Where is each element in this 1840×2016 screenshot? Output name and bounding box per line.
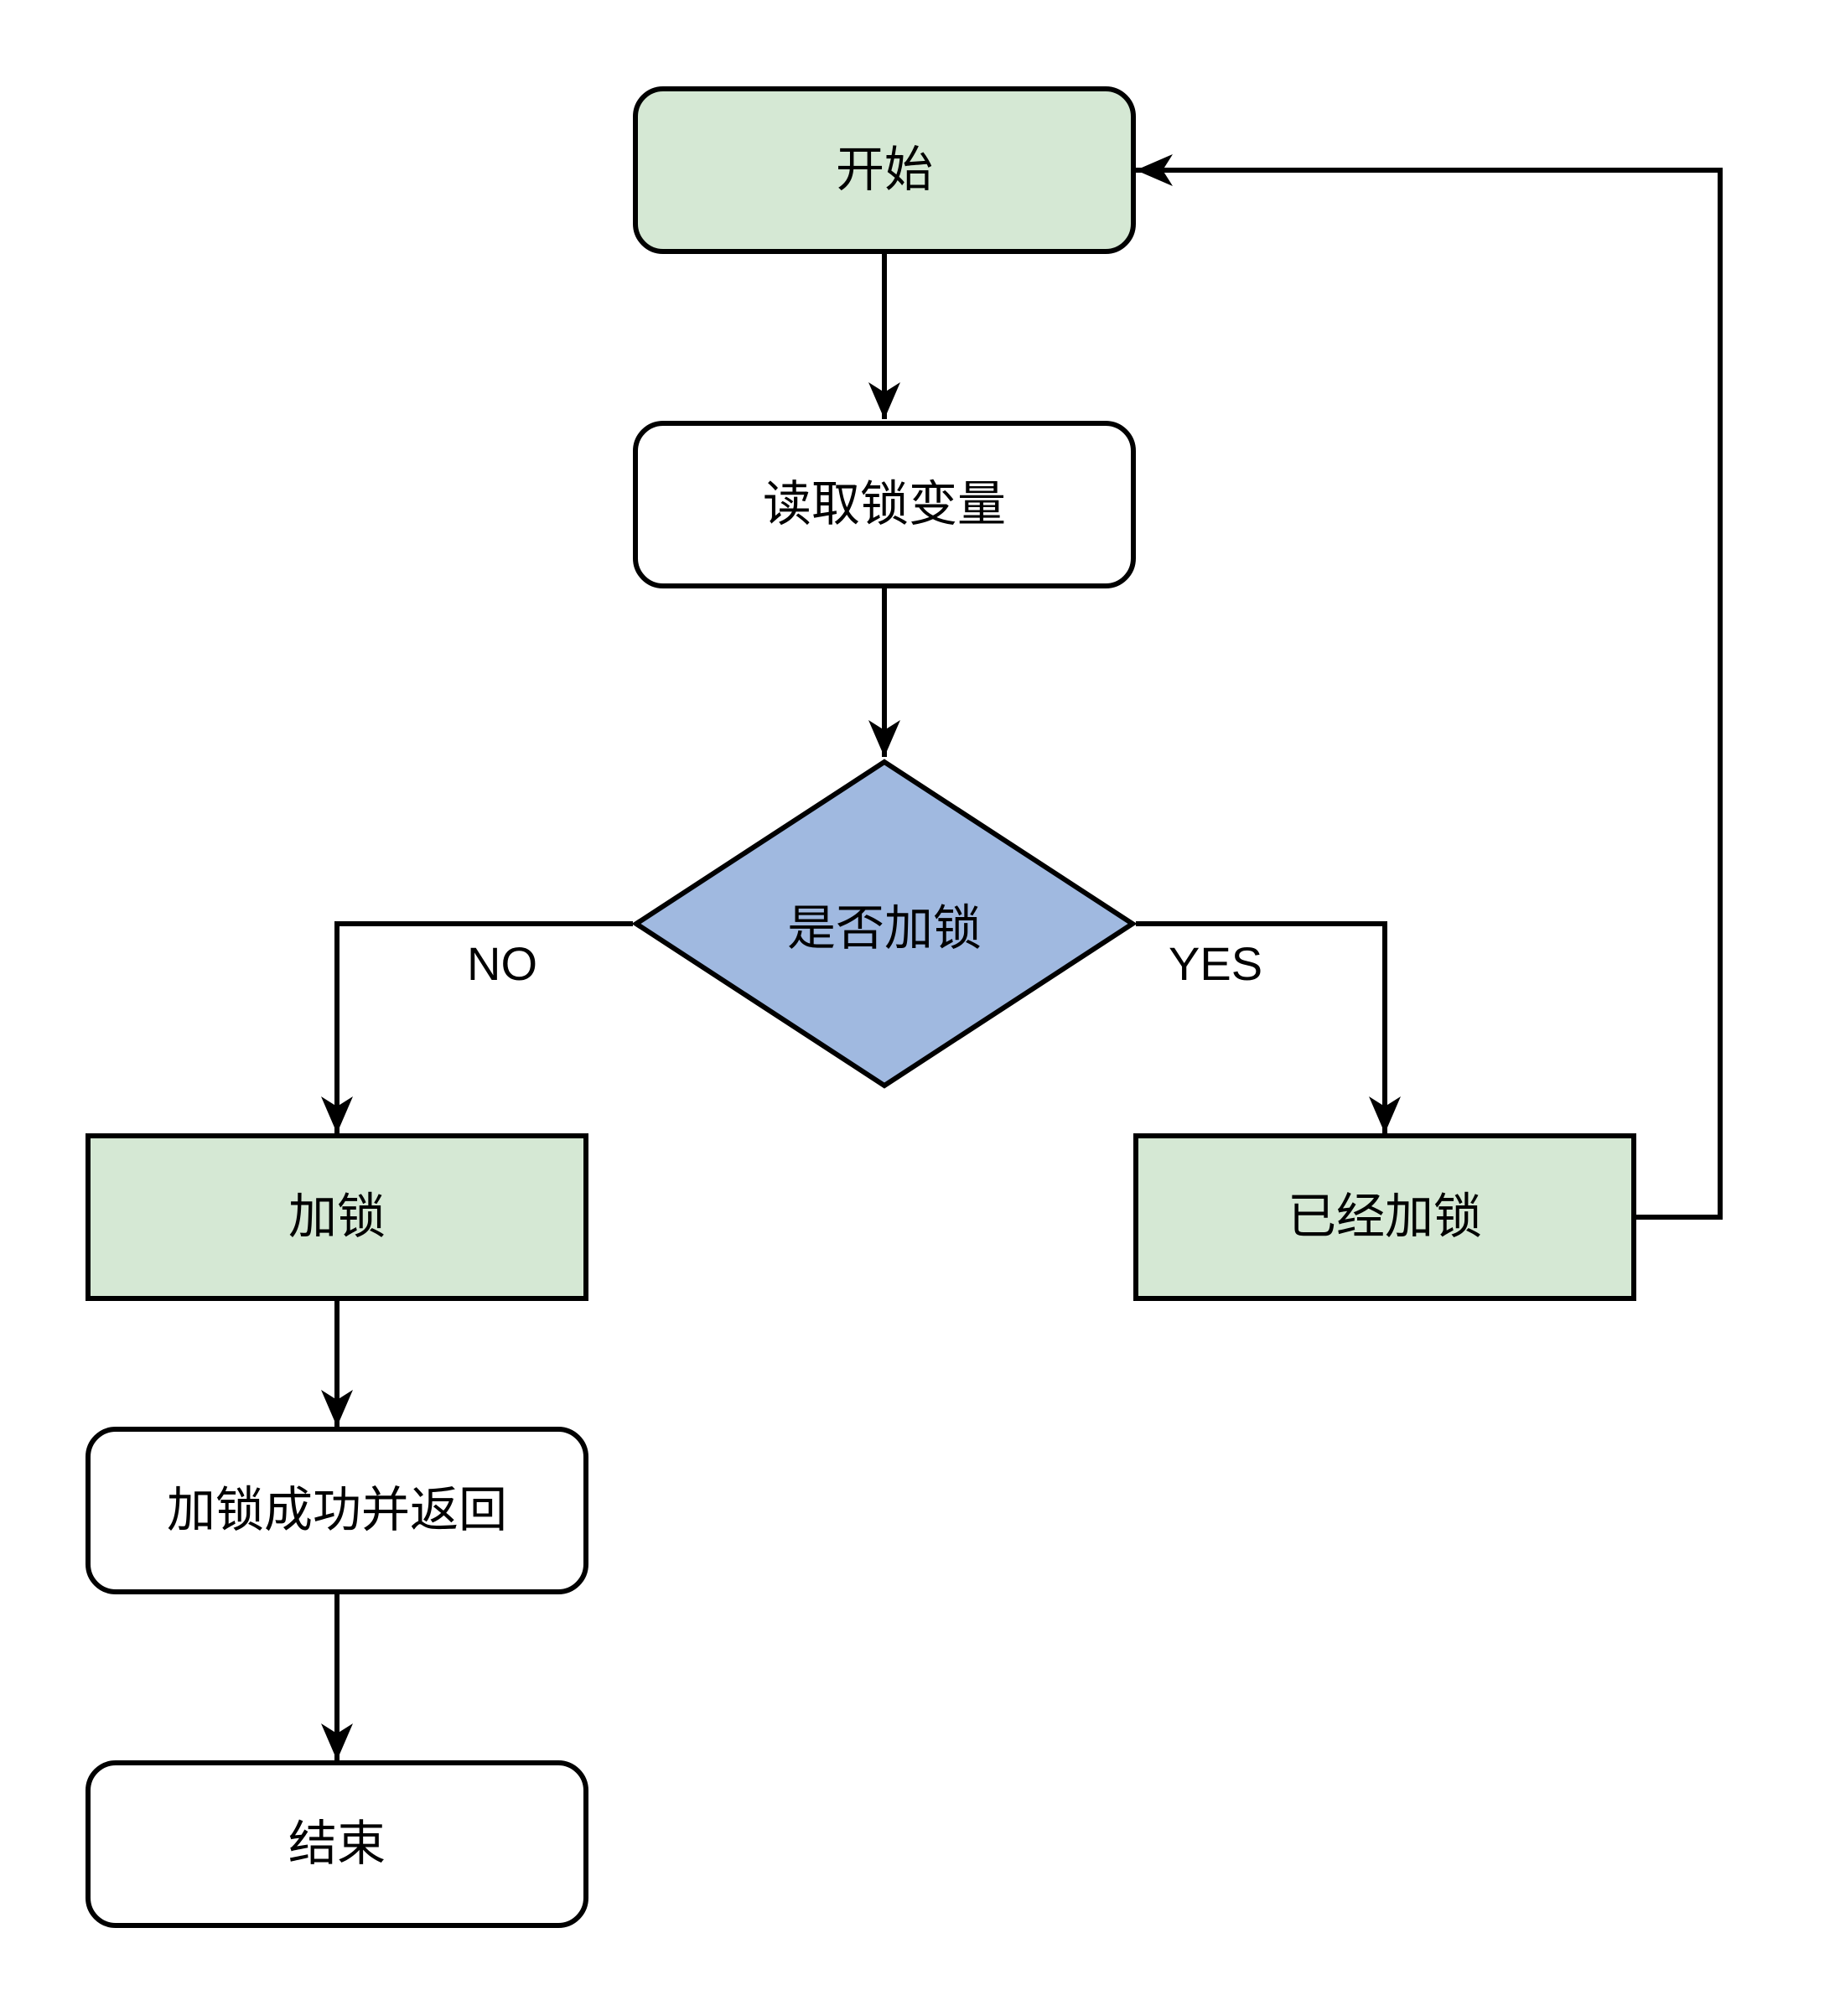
- node-already-locked: 已经加锁: [1133, 1133, 1636, 1301]
- node-lock: 加锁: [86, 1133, 588, 1301]
- node-start: 开始: [633, 86, 1136, 254]
- node-decision-is-locked: 是否加锁: [631, 759, 1138, 1089]
- edge-locked-loop-to-start: [1136, 154, 1723, 1220]
- node-read-lock-variable: 读取锁变量: [633, 421, 1136, 588]
- node-decision-label: 是否加锁: [786, 901, 982, 956]
- node-start-label: 开始: [835, 142, 933, 197]
- edge-decision-yes-to-locked: [1136, 921, 1401, 1133]
- edge-decision-no-to-lock: [321, 921, 633, 1133]
- node-read-lock-variable-label: 读取锁变量: [762, 476, 1006, 531]
- node-lock-success-return: 加锁成功并返回: [86, 1427, 588, 1594]
- node-lock-success-return-label: 加锁成功并返回: [166, 1482, 507, 1537]
- decision-diamond-shape: [631, 759, 1138, 1089]
- edge-label-yes: YES: [1169, 937, 1263, 990]
- node-end-label: 结束: [288, 1816, 386, 1871]
- node-lock-label: 加锁: [288, 1189, 386, 1244]
- node-already-locked-label: 已经加锁: [1287, 1189, 1482, 1244]
- node-end: 结束: [86, 1760, 588, 1928]
- edge-label-no: NO: [467, 937, 537, 990]
